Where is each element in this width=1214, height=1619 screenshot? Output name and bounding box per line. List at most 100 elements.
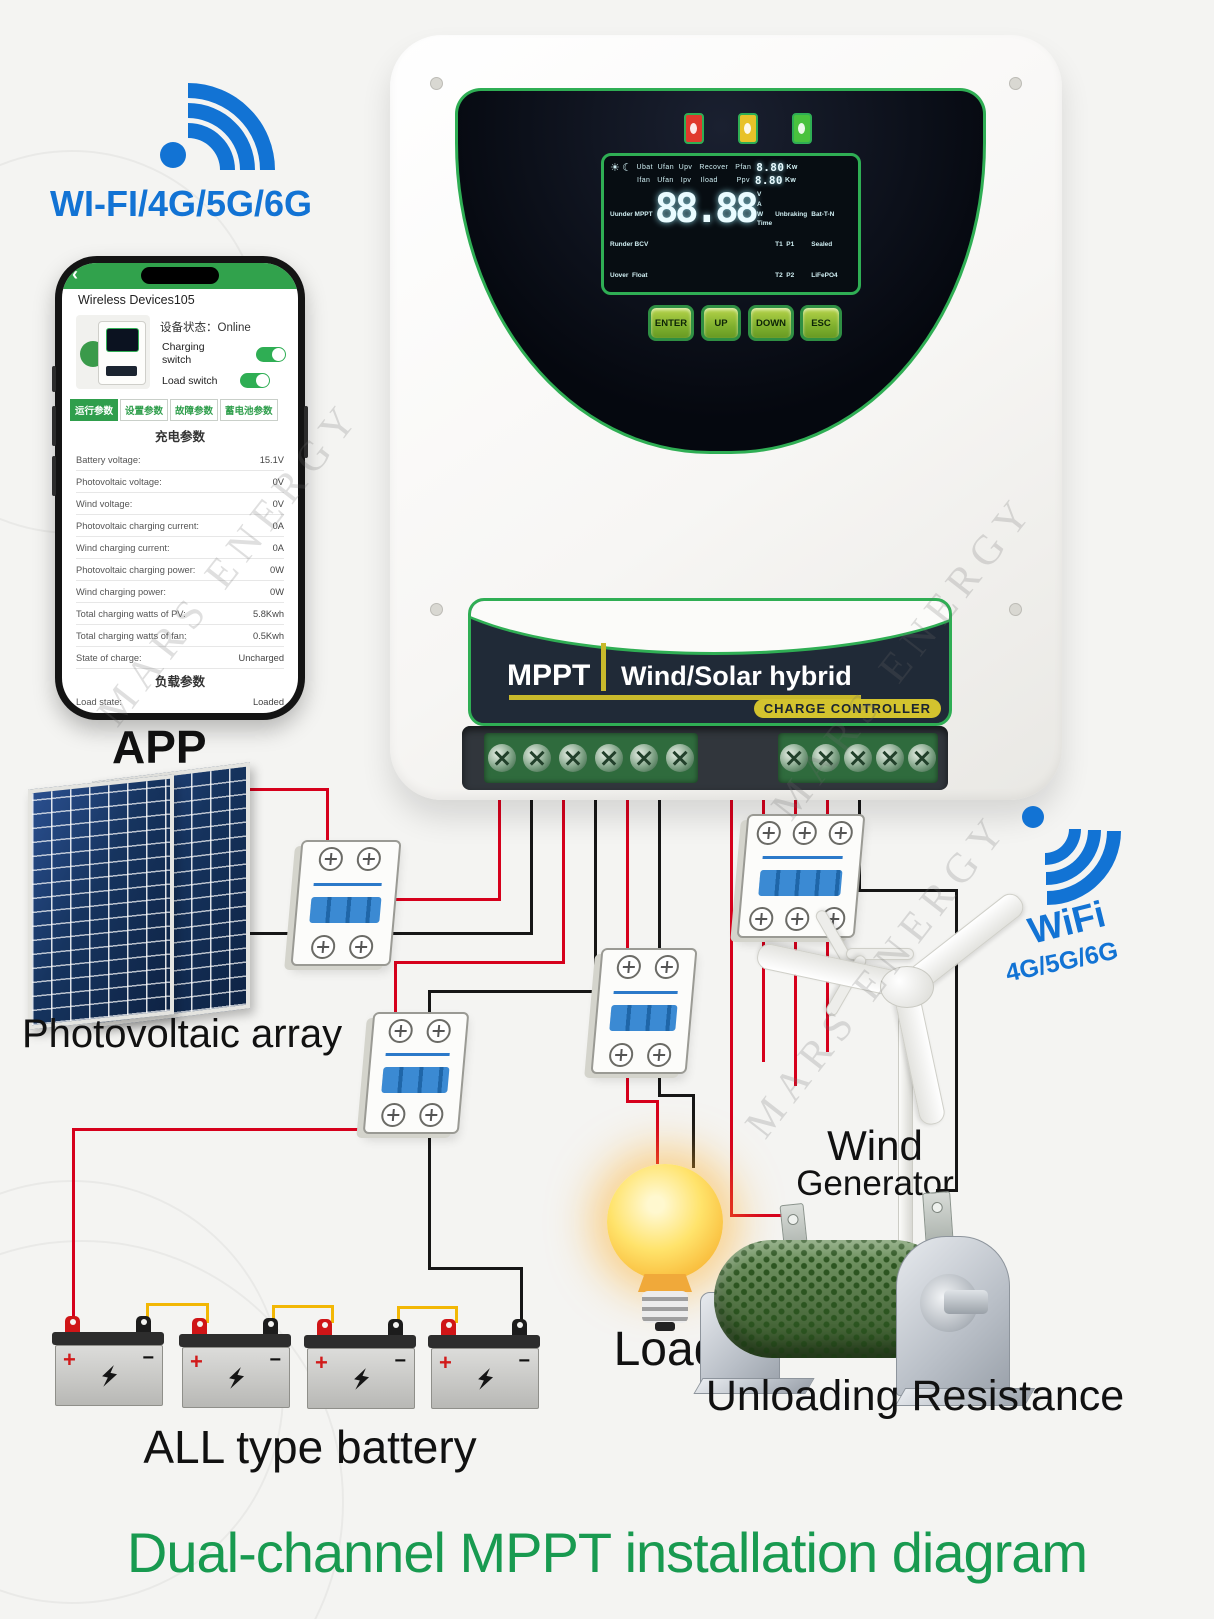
jumper-wire: [397, 1306, 400, 1323]
case-screw: [1009, 603, 1022, 616]
wire-segment: [826, 798, 829, 824]
up-button[interactable]: UP: [701, 305, 741, 341]
bulb-tip: [655, 1322, 675, 1331]
wifi-dot: [1022, 806, 1044, 828]
lcd-units-column: V A W Time: [757, 191, 773, 228]
wire-segment: [520, 1267, 523, 1325]
load-section-title: 负载参数: [154, 675, 205, 689]
led-yellow: [738, 113, 758, 144]
turbine-hub: [880, 966, 934, 1008]
battery-body: +−: [431, 1348, 539, 1409]
wire-segment: [794, 936, 797, 1086]
bolt-icon: [229, 1366, 245, 1389]
phone-side-button[interactable]: [52, 406, 56, 446]
back-icon[interactable]: ‹: [72, 264, 78, 284]
battery-body: +−: [307, 1348, 415, 1409]
wire-segment: [594, 798, 597, 990]
brand-name: Wind/Solar hybrid: [621, 661, 852, 691]
terminal-block-right: [778, 733, 938, 783]
param-row: Photovoltaic voltage:0V: [76, 471, 284, 493]
lcd-row1-labels: Ubat Ufan Upv Recover Pfan: [636, 164, 752, 171]
tab-run-params[interactable]: 运行参数: [70, 399, 119, 421]
dynamic-island: [141, 267, 219, 284]
terminal-block-left: [484, 733, 698, 783]
wire-segment: [762, 798, 765, 824]
wire-segment: [498, 798, 501, 898]
wire-segment: [794, 798, 797, 824]
pv-label: Photovoltaic array: [22, 1012, 343, 1056]
battery-negative-post: [136, 1316, 151, 1334]
battery-positive-post: [192, 1318, 207, 1336]
battery-positive-post: [441, 1319, 456, 1337]
param-row: Photovoltaic charging current:0A: [76, 515, 284, 537]
resistor-bolt: [944, 1290, 988, 1314]
bolt-icon: [354, 1367, 370, 1390]
lcd-battery-type-column: Bat-T-N Sealed LiFePO4 LiNiCoMn Custom: [811, 211, 838, 279]
lcd-kw-unit: Kw: [786, 164, 798, 171]
phone: ‹ Wireless Devices105 设备状态：Online Chargi…: [52, 256, 308, 720]
moon-icon: ☾: [622, 162, 633, 174]
jumper-wire: [146, 1303, 208, 1306]
lcd-timer-column: Unbraking T1 P1 T2 P2 T3 P3: [775, 211, 808, 279]
phone-side-button[interactable]: [52, 366, 56, 392]
brand-band: MPPT Wind/Solar hybrid CHARGE CONTROLLER: [468, 598, 952, 726]
resistor-label: Unloading Resistance: [705, 1372, 1125, 1420]
terminal-screw: [780, 744, 808, 772]
wind-label-line1: Wind: [827, 1122, 923, 1169]
jumper-wire: [206, 1303, 209, 1323]
enter-button[interactable]: ENTER: [648, 305, 694, 341]
battery-negative-post: [263, 1318, 278, 1336]
battery-positive-post: [65, 1316, 80, 1334]
phone-side-button[interactable]: [304, 406, 308, 458]
load-switch-toggle[interactable]: [240, 373, 270, 388]
terminal-screw: [630, 744, 659, 772]
wire-segment: [858, 889, 958, 892]
lcd-kw-unit2: Kw: [784, 177, 797, 184]
param-row: State of charge:Uncharged: [76, 647, 284, 669]
lcd-mode-column: Uunder MPPT Runder BCV Uover Float Rover…: [610, 211, 653, 279]
wire-segment: [626, 1100, 659, 1103]
app-tabs: 运行参数 设置参数 故障参数 蓄电池参数: [70, 399, 278, 421]
device-thumbnail: [76, 315, 150, 389]
wire-segment: [530, 798, 533, 932]
battery-top: [179, 1334, 291, 1347]
param-row: Wind voltage:0V: [76, 493, 284, 515]
lcd-main-digits: 88.88: [654, 186, 759, 232]
jumper-wire: [331, 1305, 334, 1323]
charge-controller: ☀ ☾ Ubat Ufan Upv Recover Pfan 8.80 Kw I…: [390, 35, 1062, 800]
sun-icon: ☀: [610, 162, 621, 174]
case-screw: [430, 603, 443, 616]
wire-segment: [658, 1062, 661, 1097]
brand-divider: [601, 643, 606, 691]
wire-segment: [428, 1267, 523, 1270]
battery-top: [304, 1335, 416, 1348]
phone-side-button[interactable]: [52, 456, 56, 496]
lcd-row2-labels: Ifan Ufan Ipv Iload Ppv: [637, 177, 750, 184]
app-screen: ‹ Wireless Devices105 设备状态：Online Chargi…: [62, 263, 298, 713]
bolt-icon: [102, 1364, 118, 1387]
param-row: Load state:Loaded: [76, 696, 284, 707]
tab-settings-params[interactable]: 设置参数: [120, 399, 169, 421]
wire-segment: [730, 1214, 790, 1217]
wire-segment: [72, 1128, 397, 1131]
breaker-battery: [362, 1012, 470, 1134]
tab-battery-params[interactable]: 蓄电池参数: [220, 399, 278, 421]
battery-label: ALL type battery: [143, 1421, 477, 1473]
battery-negative-post: [512, 1319, 527, 1337]
charging-switch-label: Charging switch: [162, 341, 205, 367]
down-button[interactable]: DOWN: [748, 305, 794, 341]
breaker-wind: [736, 814, 866, 938]
charge-section-title: 充电参数: [154, 430, 205, 444]
battery-unit: +−: [428, 1319, 540, 1409]
wire-segment: [955, 889, 958, 1192]
charging-switch-toggle[interactable]: [256, 347, 286, 362]
wifi-left-label: WI-FI/4G/5G/6G: [50, 183, 313, 224]
battery-unit: +−: [179, 1318, 291, 1408]
esc-button[interactable]: ESC: [800, 305, 842, 341]
tab-fault-params[interactable]: 故障参数: [170, 399, 219, 421]
battery-top: [428, 1335, 540, 1348]
wire-segment: [428, 1120, 431, 1270]
jumper-wire: [146, 1303, 149, 1323]
wire-segment: [72, 1128, 75, 1326]
